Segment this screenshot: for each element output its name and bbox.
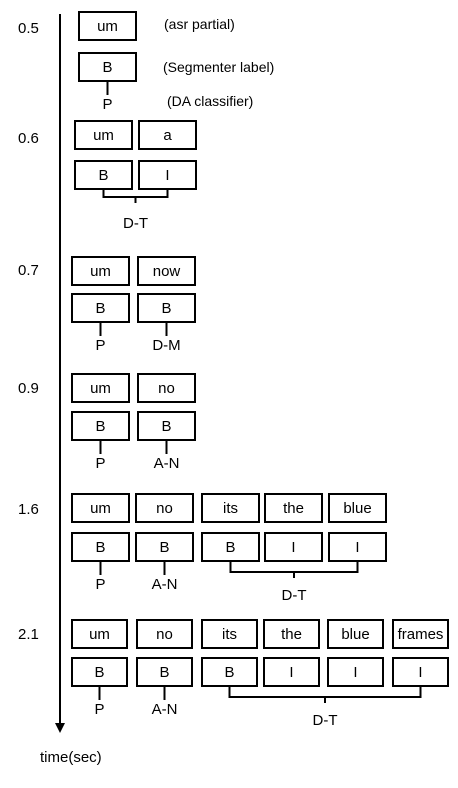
segmenter-label: I [418, 664, 422, 681]
segmenter-label-box [137, 293, 196, 323]
asr-word: now [153, 263, 181, 280]
time-step-label: 0.9 [18, 380, 39, 397]
time-step-label: 1.6 [18, 501, 39, 518]
segmenter-label-box [71, 657, 128, 687]
legend-segmenter-label: (Segmenter label) [163, 59, 274, 75]
asr-word-box [71, 373, 130, 403]
segmenter-label: B [94, 664, 104, 681]
segmenter-label: B [159, 539, 169, 556]
segmenter-label-box [78, 52, 137, 82]
asr-word: no [156, 500, 173, 517]
asr-word-box [136, 619, 193, 649]
asr-word-box [328, 493, 387, 523]
asr-word: um [90, 263, 111, 280]
asr-word-box [135, 493, 194, 523]
da-span-bracket [102, 189, 169, 198]
time-step-label: 0.5 [18, 20, 39, 37]
segmenter-label-box [392, 657, 449, 687]
asr-word: its [223, 500, 238, 517]
asr-word-box [78, 11, 137, 41]
segmenter-label: B [159, 664, 169, 681]
segmenter-label-box [263, 657, 320, 687]
asr-word-box [201, 619, 258, 649]
da-label: P [94, 701, 104, 718]
segmenter-label: B [161, 418, 171, 435]
da-label: P [95, 337, 105, 354]
da-span-bracket [229, 561, 359, 573]
da-label: A-N [152, 701, 178, 718]
asr-word: um [90, 500, 111, 517]
da-label: D-M [152, 337, 180, 354]
asr-word-box [137, 256, 196, 286]
asr-word: um [89, 626, 110, 643]
asr-word-box [71, 619, 128, 649]
legend-da-classifier: (DA classifier) [167, 93, 253, 109]
da-label: D-T [313, 712, 338, 729]
time-step-label: 0.7 [18, 262, 39, 279]
da-label: D-T [282, 587, 307, 604]
asr-word: the [281, 626, 302, 643]
segmenter-label: I [353, 664, 357, 681]
da-label: A-N [152, 576, 178, 593]
segmenter-label-box [327, 657, 384, 687]
segmenter-label: I [291, 539, 295, 556]
asr-word: um [93, 127, 114, 144]
segmenter-label: I [355, 539, 359, 556]
da-label: P [95, 455, 105, 472]
segmenter-label: B [102, 59, 112, 76]
asr-word-box [138, 120, 197, 150]
asr-word-box [71, 256, 130, 286]
time-step-label: 2.1 [18, 626, 39, 643]
segmenter-label: B [98, 167, 108, 184]
da-span-bracket [228, 686, 422, 698]
asr-word: blue [343, 500, 371, 517]
da-label: D-T [123, 215, 148, 232]
asr-word-box [71, 493, 130, 523]
time-axis-label: time(sec) [40, 749, 102, 766]
asr-word-box [74, 120, 133, 150]
da-label: A-N [154, 455, 180, 472]
segmenter-label: I [165, 167, 169, 184]
asr-word: the [283, 500, 304, 517]
da-label: P [102, 96, 112, 113]
time-step-label: 0.6 [18, 130, 39, 147]
segmenter-label: B [95, 300, 105, 317]
asr-word-box [392, 619, 449, 649]
asr-word-box [263, 619, 320, 649]
asr-word: a [163, 127, 172, 144]
asr-word-box [137, 373, 196, 403]
asr-word-box [327, 619, 384, 649]
asr-word: um [90, 380, 111, 397]
asr-word: no [156, 626, 173, 643]
da-label: P [95, 576, 105, 593]
segmenter-label: I [289, 664, 293, 681]
asr-word-box [201, 493, 260, 523]
asr-word: its [222, 626, 237, 643]
asr-word: frames [398, 626, 444, 643]
asr-word-box [264, 493, 323, 523]
asr-word: um [97, 18, 118, 35]
asr-word: blue [341, 626, 369, 643]
segmenter-label-box [74, 160, 133, 190]
segmenter-label: B [95, 539, 105, 556]
segmenter-label: B [161, 300, 171, 317]
segmenter-label-box [71, 293, 130, 323]
segmenter-label: B [225, 539, 235, 556]
asr-word: no [158, 380, 175, 397]
legend-asr-partial: (asr partial) [164, 16, 235, 32]
segmenter-label-box [264, 532, 323, 562]
segmenter-label: B [95, 418, 105, 435]
segmenter-label: B [224, 664, 234, 681]
segmenter-label-box [138, 160, 197, 190]
